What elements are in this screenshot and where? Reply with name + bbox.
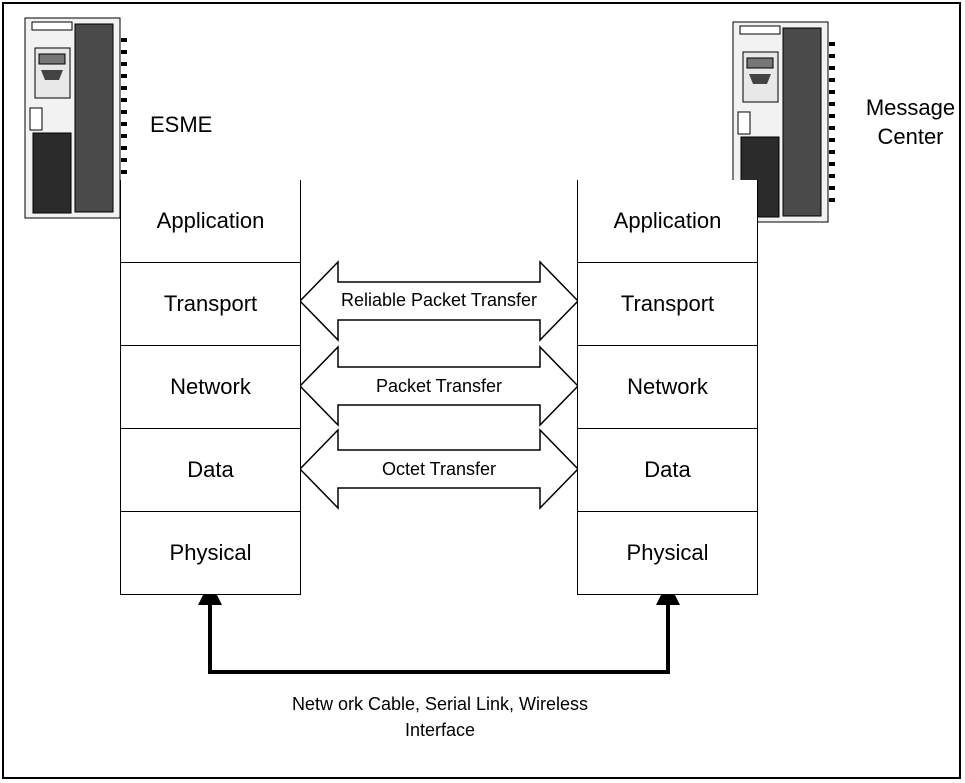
physical-link-connector [198,581,680,674]
layer-network: Network [577,345,758,429]
esme-label: ESME [150,112,213,137]
message-center-label-line2: Center [877,124,944,149]
reliable-packet-transfer-label: Reliable Packet Transfer [340,290,538,310]
layer-data: Data [120,428,301,512]
layer-label: Network [627,374,708,399]
layer-application: Application [120,180,301,263]
octet-transfer-label: Octet Transfer [381,459,497,479]
layer-transport: Transport [120,262,301,346]
server-tower-icon [24,17,127,219]
layer-label: Data [644,457,691,482]
layer-label: Data [187,457,234,482]
layer-label: Application [156,208,265,233]
layer-label: Network [170,374,251,399]
layer-physical: Physical [120,511,301,595]
layer-label: Transport [620,291,715,316]
packet-transfer-label: Packet Transfer [375,376,503,396]
layer-physical: Physical [577,511,758,595]
layer-label: Physical [626,540,709,565]
layer-network: Network [120,345,301,429]
physical-link-caption-line2: Interface [404,720,476,740]
physical-link-caption-line1: Netw ork Cable, Serial Link, Wireless [291,694,589,714]
layer-transport: Transport [577,262,758,346]
layer-label: Physical [169,540,252,565]
layer-application: Application [577,180,758,263]
layer-label: Transport [163,291,258,316]
layer-label: Application [613,208,722,233]
layer-data: Data [577,428,758,512]
message-center-label-line1: Message [865,95,956,120]
